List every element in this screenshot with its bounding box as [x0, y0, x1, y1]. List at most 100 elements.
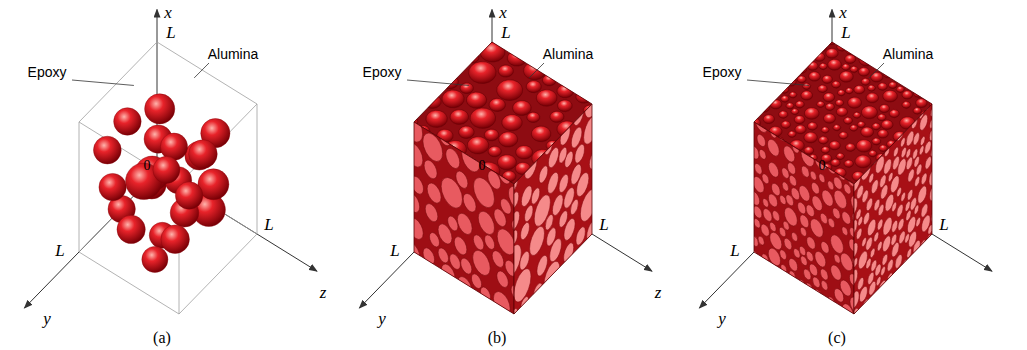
alumina-section — [811, 180, 819, 195]
alumina-section — [414, 173, 424, 197]
material-label: Epoxy — [363, 65, 402, 79]
axis-label: z — [320, 284, 327, 301]
alumina-section — [508, 182, 514, 213]
alumina-section — [497, 268, 508, 290]
origin-label: 0 — [819, 159, 826, 173]
alumina-section — [831, 232, 844, 257]
alumina-section — [533, 280, 542, 304]
alumina-section — [537, 251, 548, 280]
alumina-section — [892, 200, 897, 213]
alumina-section — [754, 234, 758, 248]
alumina-section — [425, 201, 438, 225]
alumina-section — [530, 221, 545, 261]
alumina-section — [816, 135, 830, 146]
alumina-section — [446, 107, 472, 128]
alumina-section — [897, 202, 903, 219]
epoxy-matrix — [414, 122, 514, 314]
alumina-section — [840, 277, 851, 298]
dimension-label: L — [55, 242, 64, 259]
alumina-section — [780, 248, 787, 261]
axis-label: y — [378, 310, 386, 327]
alumina-section — [784, 101, 795, 110]
alumina-section — [503, 47, 531, 69]
alumina-section — [548, 144, 558, 172]
cube-panel — [359, 10, 652, 339]
alumina-section — [471, 271, 481, 291]
alumina-section — [877, 217, 883, 232]
alumina-section — [821, 240, 829, 256]
leader-line — [747, 80, 809, 85]
alumina-section — [844, 86, 855, 95]
alumina-section — [825, 57, 844, 72]
coordinate-axes — [24, 10, 317, 309]
alumina-section — [414, 139, 423, 172]
alumina-section — [759, 148, 766, 161]
alumina-section — [559, 208, 568, 231]
alumina-section — [485, 233, 495, 252]
cube-face — [403, 104, 525, 334]
alumina-section — [899, 229, 905, 246]
alumina-section — [457, 273, 472, 301]
coordinate-axes — [359, 10, 652, 309]
alumina-section — [919, 144, 924, 157]
alumina-section — [806, 70, 823, 83]
axis-label: z — [655, 284, 662, 301]
alumina-section — [548, 168, 559, 197]
alumina-section — [921, 171, 927, 187]
alumina-section — [772, 209, 779, 223]
alumina-section — [881, 265, 886, 278]
alumina-section — [754, 143, 759, 161]
alumina-section — [531, 185, 539, 207]
alumina-section — [856, 66, 872, 78]
alumina-section — [520, 248, 530, 274]
alumina-section — [777, 109, 790, 119]
alumina-section — [822, 187, 833, 209]
dimension-label: L — [939, 216, 948, 233]
alumina-sphere — [161, 225, 190, 254]
alumina-section — [525, 202, 533, 225]
alumina-section — [771, 181, 780, 198]
alumina-section — [789, 256, 798, 273]
alumina-section — [763, 206, 772, 223]
alumina-section — [767, 136, 779, 159]
alumina-section — [757, 132, 765, 148]
alumina-section — [852, 111, 863, 120]
alumina-section — [783, 220, 789, 232]
alumina-section — [864, 91, 882, 105]
alumina-section — [768, 160, 778, 180]
alumina-section — [848, 65, 859, 74]
alumina-section — [521, 219, 530, 243]
alumina-section — [893, 154, 900, 173]
alumina-section — [850, 226, 854, 239]
alumina-section — [834, 98, 846, 107]
alumina-section — [851, 193, 854, 216]
alumina-sphere — [117, 215, 145, 243]
alumina-section — [840, 62, 851, 71]
alumina-section — [791, 231, 797, 243]
alumina-section — [461, 255, 472, 276]
alumina-sphere — [114, 108, 142, 136]
alumina-section — [816, 83, 829, 94]
alumina-section — [831, 123, 842, 132]
alumina-section — [833, 206, 841, 221]
epoxy-matrix — [514, 104, 592, 314]
alumina-section — [793, 247, 800, 260]
alumina-section — [514, 227, 518, 249]
alumina-section — [863, 210, 869, 227]
alumina-section — [888, 171, 893, 184]
alumina-section — [877, 239, 882, 252]
alumina-section — [906, 128, 914, 149]
alumina-section — [834, 106, 850, 119]
alumina-section — [539, 163, 548, 187]
alumina-section — [842, 116, 854, 126]
face-border — [754, 122, 854, 314]
alumina-section — [842, 225, 848, 237]
alumina-section — [463, 50, 482, 65]
axis-label: x — [839, 4, 847, 21]
cube-panel — [699, 10, 992, 331]
alumina-section — [754, 248, 758, 264]
alumina-section — [887, 271, 893, 286]
alumina-sphere — [142, 246, 168, 272]
alumina-section — [801, 254, 808, 267]
alumina-section — [485, 144, 504, 159]
